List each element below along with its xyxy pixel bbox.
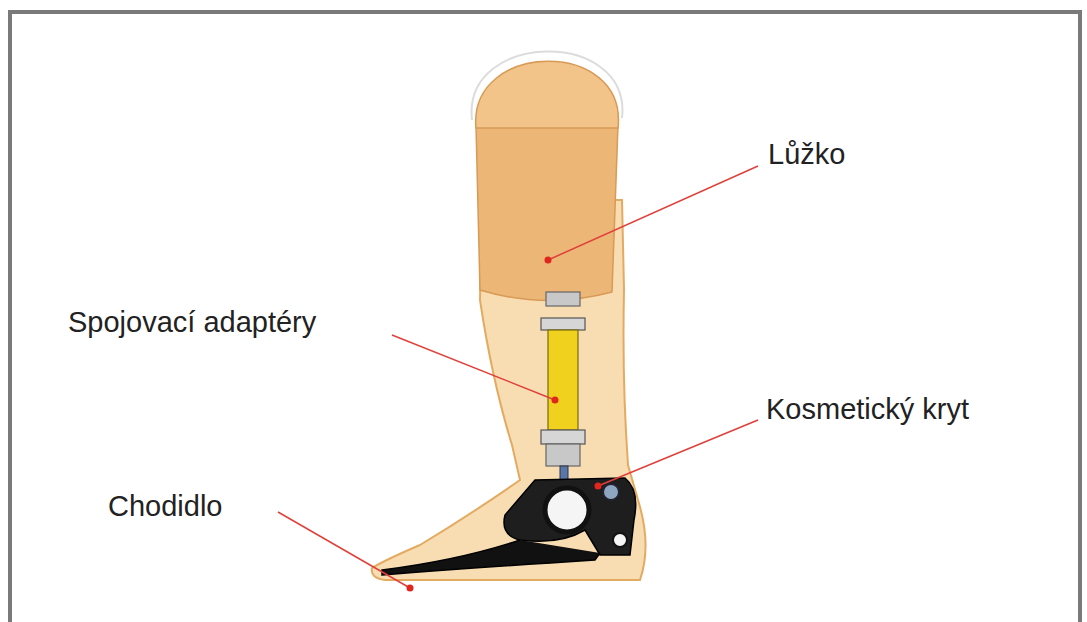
clamp	[541, 430, 585, 444]
liner-edge	[472, 51, 623, 120]
leader-dots	[407, 257, 602, 592]
pylon-tube	[548, 330, 578, 430]
part-label: Spojovací adaptéry	[68, 306, 316, 339]
part-label: Chodidlo	[108, 490, 222, 523]
ankle-joint	[545, 488, 589, 532]
adapter	[546, 292, 580, 306]
frame	[10, 12, 1080, 622]
adapter	[546, 444, 580, 466]
leader-lines	[278, 166, 758, 588]
leaf-spring	[382, 540, 600, 575]
bumper	[603, 484, 619, 500]
clamp	[541, 318, 585, 330]
pivot	[613, 533, 627, 547]
part-label: Kosmetický kryt	[766, 393, 969, 426]
socket	[476, 125, 618, 301]
part-label: Lůžko	[768, 138, 845, 171]
socket-liner	[476, 61, 619, 128]
